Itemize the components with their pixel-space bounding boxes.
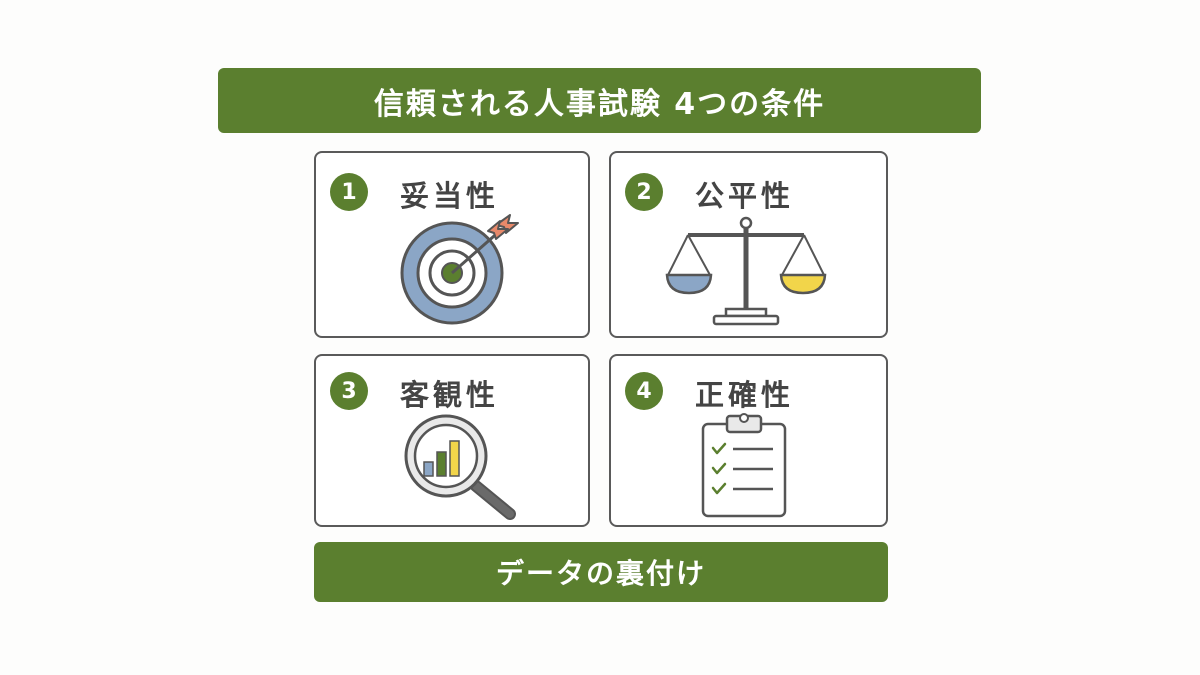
- scale-icon: [665, 216, 827, 326]
- number-badge: 4: [625, 372, 663, 410]
- card-accuracy: 4 正確性: [609, 354, 888, 527]
- footer-banner: データの裏付け: [314, 542, 888, 602]
- number-label: 3: [341, 378, 357, 404]
- title-banner: 信頼される人事試験 4つの条件: [218, 68, 981, 133]
- number-label: 2: [636, 179, 652, 205]
- card-validity: 1 妥当性: [314, 151, 590, 338]
- footer-label: データの裏付け: [495, 557, 706, 590]
- number-badge: 1: [330, 173, 368, 211]
- card-label: 正確性: [695, 378, 795, 412]
- page-title: 信頼される人事試験 4つの条件: [373, 86, 826, 122]
- number-badge: 2: [625, 173, 663, 211]
- magnifier-chart-icon: [404, 414, 516, 520]
- target-icon: [400, 214, 519, 325]
- card-label: 妥当性: [400, 179, 500, 213]
- number-label: 1: [341, 179, 357, 205]
- card-objectivity: 3 客観性: [314, 354, 590, 527]
- number-badge: 3: [330, 372, 368, 410]
- card-label: 客観性: [400, 378, 500, 412]
- card-fairness: 2 公平性: [609, 151, 888, 338]
- card-label: 公平性: [695, 179, 795, 213]
- clipboard-checklist-icon: [701, 413, 787, 518]
- number-label: 4: [636, 378, 652, 404]
